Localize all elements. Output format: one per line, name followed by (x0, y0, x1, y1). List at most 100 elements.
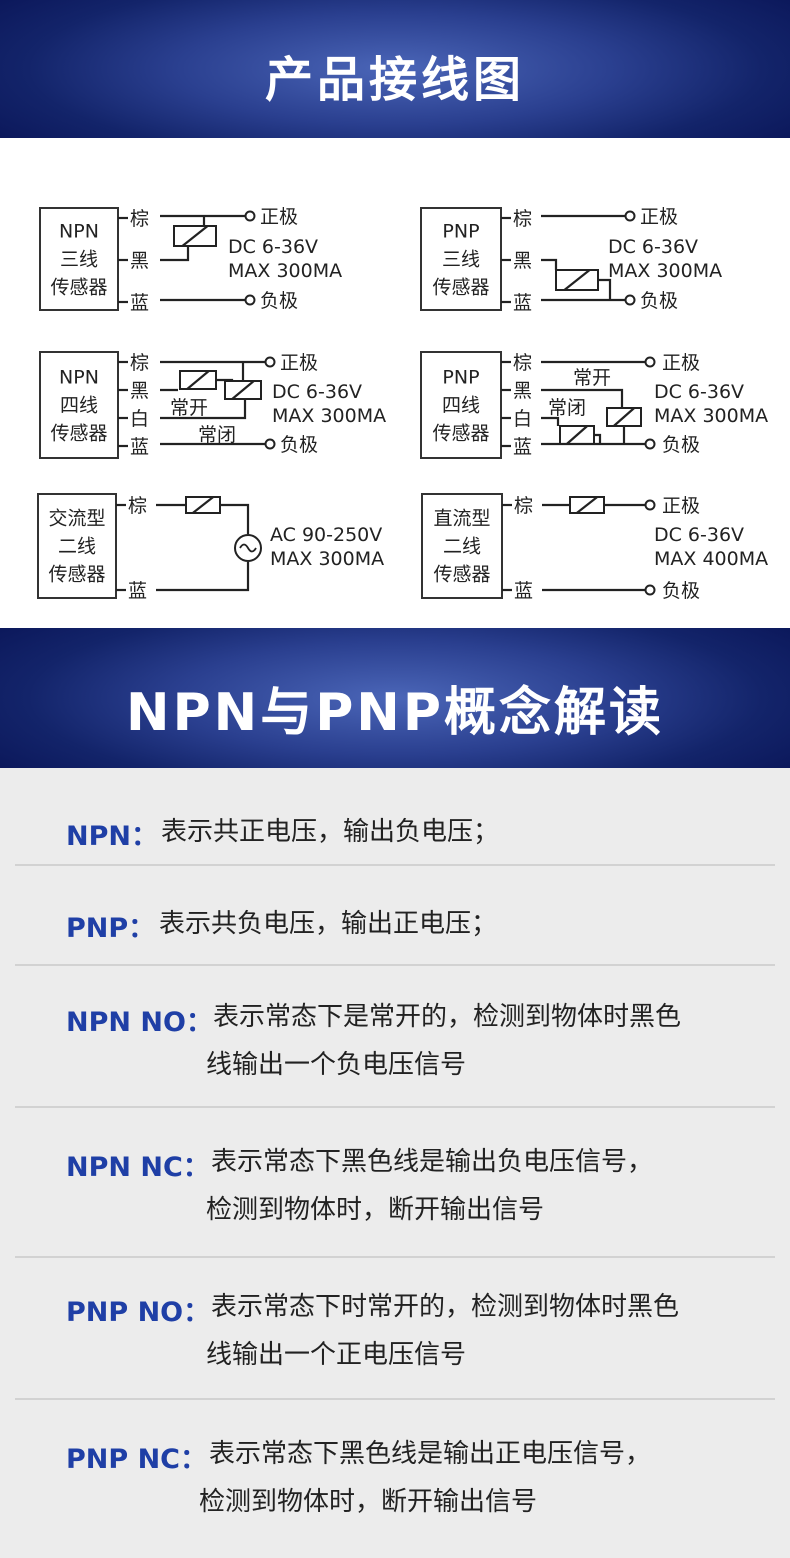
label: DC 6-36V (228, 236, 318, 258)
relay-coil-stroke (231, 380, 255, 400)
wire-line (160, 399, 247, 420)
concept-desc-line: 表示常态下是常开的，检测到物体时黑色 (213, 1002, 682, 1032)
page-title: 产品接线图 (264, 52, 525, 108)
label: MAX 300MA (228, 260, 342, 282)
label: 负极 (280, 434, 318, 456)
box-label: 传感器 (432, 423, 489, 445)
concept-row-pnp-no: PNP NO： 表示常态下时常开的，检测到物体时黑色 线输出一个正电压信号 (15, 1258, 775, 1400)
wire-color-label: 黑 (130, 250, 149, 272)
terminal-icon (624, 294, 636, 306)
sensor-box (421, 493, 503, 599)
wire-color-label: 黑 (513, 380, 532, 402)
wire-color-label: 棕 (513, 208, 532, 230)
sensor-box (420, 207, 502, 311)
wire-color-label: 白 (130, 408, 149, 430)
label: 常开 (573, 367, 611, 389)
box-label: 直流型 (433, 508, 490, 530)
label: MAX 300MA (654, 405, 768, 427)
wire-color-label: 蓝 (514, 580, 533, 602)
relay-coil-stroke (186, 370, 210, 390)
box-label: PNP (442, 221, 479, 243)
box-label: 传感器 (48, 564, 105, 586)
label: 正极 (280, 352, 318, 374)
terminal-icon (644, 438, 656, 450)
terminal-icon (264, 356, 276, 368)
relay-coil-stroke (613, 407, 635, 427)
wire-color-label: 蓝 (130, 436, 149, 458)
box-label: 传感器 (50, 423, 107, 445)
label: 正极 (640, 206, 678, 228)
label: 常闭 (198, 424, 236, 446)
wire-line (541, 258, 558, 270)
relay-coil-stroke (576, 496, 598, 514)
ac-wave-icon (239, 543, 257, 553)
relay-coil-stroke (192, 496, 214, 514)
label: MAX 400MA (654, 548, 768, 570)
concept-row-npn-no: NPN NO： 表示常态下是常开的，检测到物体时黑色 线输出一个负电压信号 (15, 966, 775, 1108)
terminal-icon (264, 438, 276, 450)
relay-coil-stroke (566, 425, 588, 445)
concept-desc-line: 表示常态下黑色线是输出正电压信号， (209, 1439, 652, 1469)
wire-color-label: 棕 (130, 208, 149, 230)
terminal-icon (644, 356, 656, 368)
wire-color-label: 蓝 (128, 580, 147, 602)
box-label: 二线 (443, 536, 481, 558)
relay-coil-stroke (181, 225, 209, 247)
label: MAX 300MA (608, 260, 722, 282)
concept-row-npn: NPN： 表示共正电压，输出负电压； (15, 768, 775, 866)
concept-term: PNP： (66, 913, 156, 944)
wire-color-label: 棕 (130, 352, 149, 374)
label: 负极 (260, 290, 298, 312)
label: DC 6-36V (654, 524, 744, 546)
section-banner: NPN与PNP概念解读 (0, 628, 790, 768)
label: MAX 300MA (272, 405, 386, 427)
label: 负极 (662, 434, 700, 456)
box-label: NPN (59, 367, 99, 389)
terminal-icon (644, 584, 656, 596)
label: 正极 (662, 495, 700, 517)
concept-desc-line: 检测到物体时，断开输出信号 (199, 1487, 538, 1517)
concept-term: NPN： (66, 821, 158, 852)
box-label: 四线 (442, 395, 480, 417)
terminal-icon (244, 294, 256, 306)
wire-color-label: 白 (513, 408, 532, 430)
concept-row-pnp: PNP： 表示共负电压，输出正电压； (15, 866, 775, 966)
box-label: 三线 (442, 249, 480, 271)
box-label: 三线 (60, 249, 98, 271)
box-label: NPN (59, 221, 99, 243)
concept-desc-line: 表示常态下时常开的，检测到物体时黑色 (211, 1292, 680, 1322)
concept-desc-line: 线输出一个负电压信号 (206, 1050, 467, 1080)
box-label: 交流型 (48, 508, 105, 530)
wire-line (541, 388, 624, 408)
label: 正极 (260, 206, 298, 228)
sensor-box (39, 207, 119, 311)
wire-color-label: 棕 (513, 352, 532, 374)
concept-desc-line: 表示共负电压，输出正电压； (159, 909, 498, 939)
label: MAX 300MA (270, 548, 384, 570)
box-label: 传感器 (432, 277, 489, 299)
box-label: 二线 (58, 536, 96, 558)
terminal-icon (644, 499, 656, 511)
concept-desc-line: 表示常态下黑色线是输出负电压信号， (211, 1147, 654, 1177)
wire-color-label: 蓝 (513, 436, 532, 458)
sensor-box (420, 351, 502, 459)
wire-color-label: 棕 (514, 495, 533, 517)
label: AC 90-250V (270, 524, 382, 546)
label: DC 6-36V (272, 381, 362, 403)
sensor-box (37, 493, 117, 599)
section-title: NPN与PNP概念解读 (126, 683, 664, 743)
header-banner: 产品接线图 (0, 0, 790, 138)
wire-color-label: 蓝 (513, 292, 532, 314)
label: DC 6-36V (608, 236, 698, 258)
wire-color-label: 黑 (513, 250, 532, 272)
box-label: 传感器 (433, 564, 490, 586)
concept-row-npn-nc: NPN NC： 表示常态下黑色线是输出负电压信号， 检测到物体时，断开输出信号 (15, 1108, 775, 1258)
label: 常开 (170, 397, 208, 419)
box-label: 四线 (60, 395, 98, 417)
concept-row-pnp-nc: PNP NC： 表示常态下黑色线是输出正电压信号， 检测到物体时，断开输出信号 (15, 1400, 775, 1550)
label: DC 6-36V (654, 381, 744, 403)
wire-line (220, 503, 250, 534)
wire-line (541, 416, 560, 426)
